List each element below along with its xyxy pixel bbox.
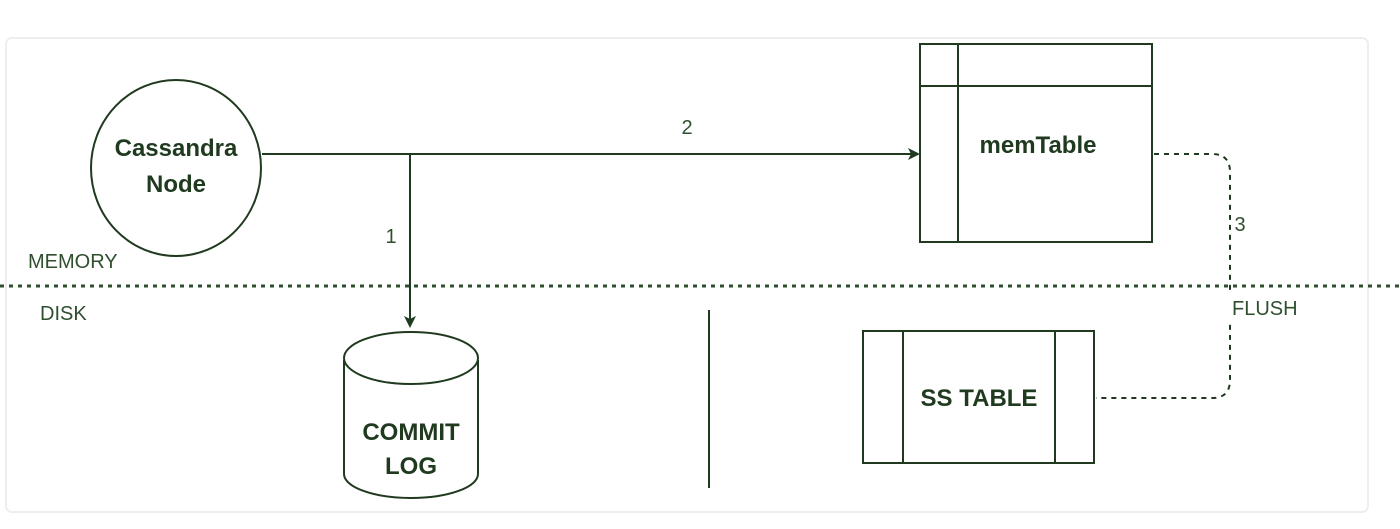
memtable-label: memTable [980,132,1097,159]
disk-region-label: DISK [40,303,87,325]
sstable-label: SS TABLE [921,385,1038,412]
step-3-label: 3 [1234,214,1245,236]
step-1-label: 1 [385,226,396,248]
commit-log-line2: LOG [385,453,437,480]
cassandra-node-line2: Node [146,171,206,198]
commit-log-line1: COMMIT [362,419,460,446]
step-2-label: 2 [681,117,692,139]
memory-region-label: MEMORY [28,251,118,273]
flush-label: FLUSH [1232,298,1298,320]
cassandra-node-line1: Cassandra [115,135,238,162]
cassandra-node: Cassandra Node [90,79,262,257]
sstable-box: SS TABLE [862,330,1095,464]
commit-log-cylinder: COMMIT LOG [343,331,479,499]
diagram-frame [5,37,1369,513]
flush-label-bg [1226,290,1312,322]
flush-dashed-connector [1096,153,1231,399]
memtable-box: memTable [919,43,1153,243]
